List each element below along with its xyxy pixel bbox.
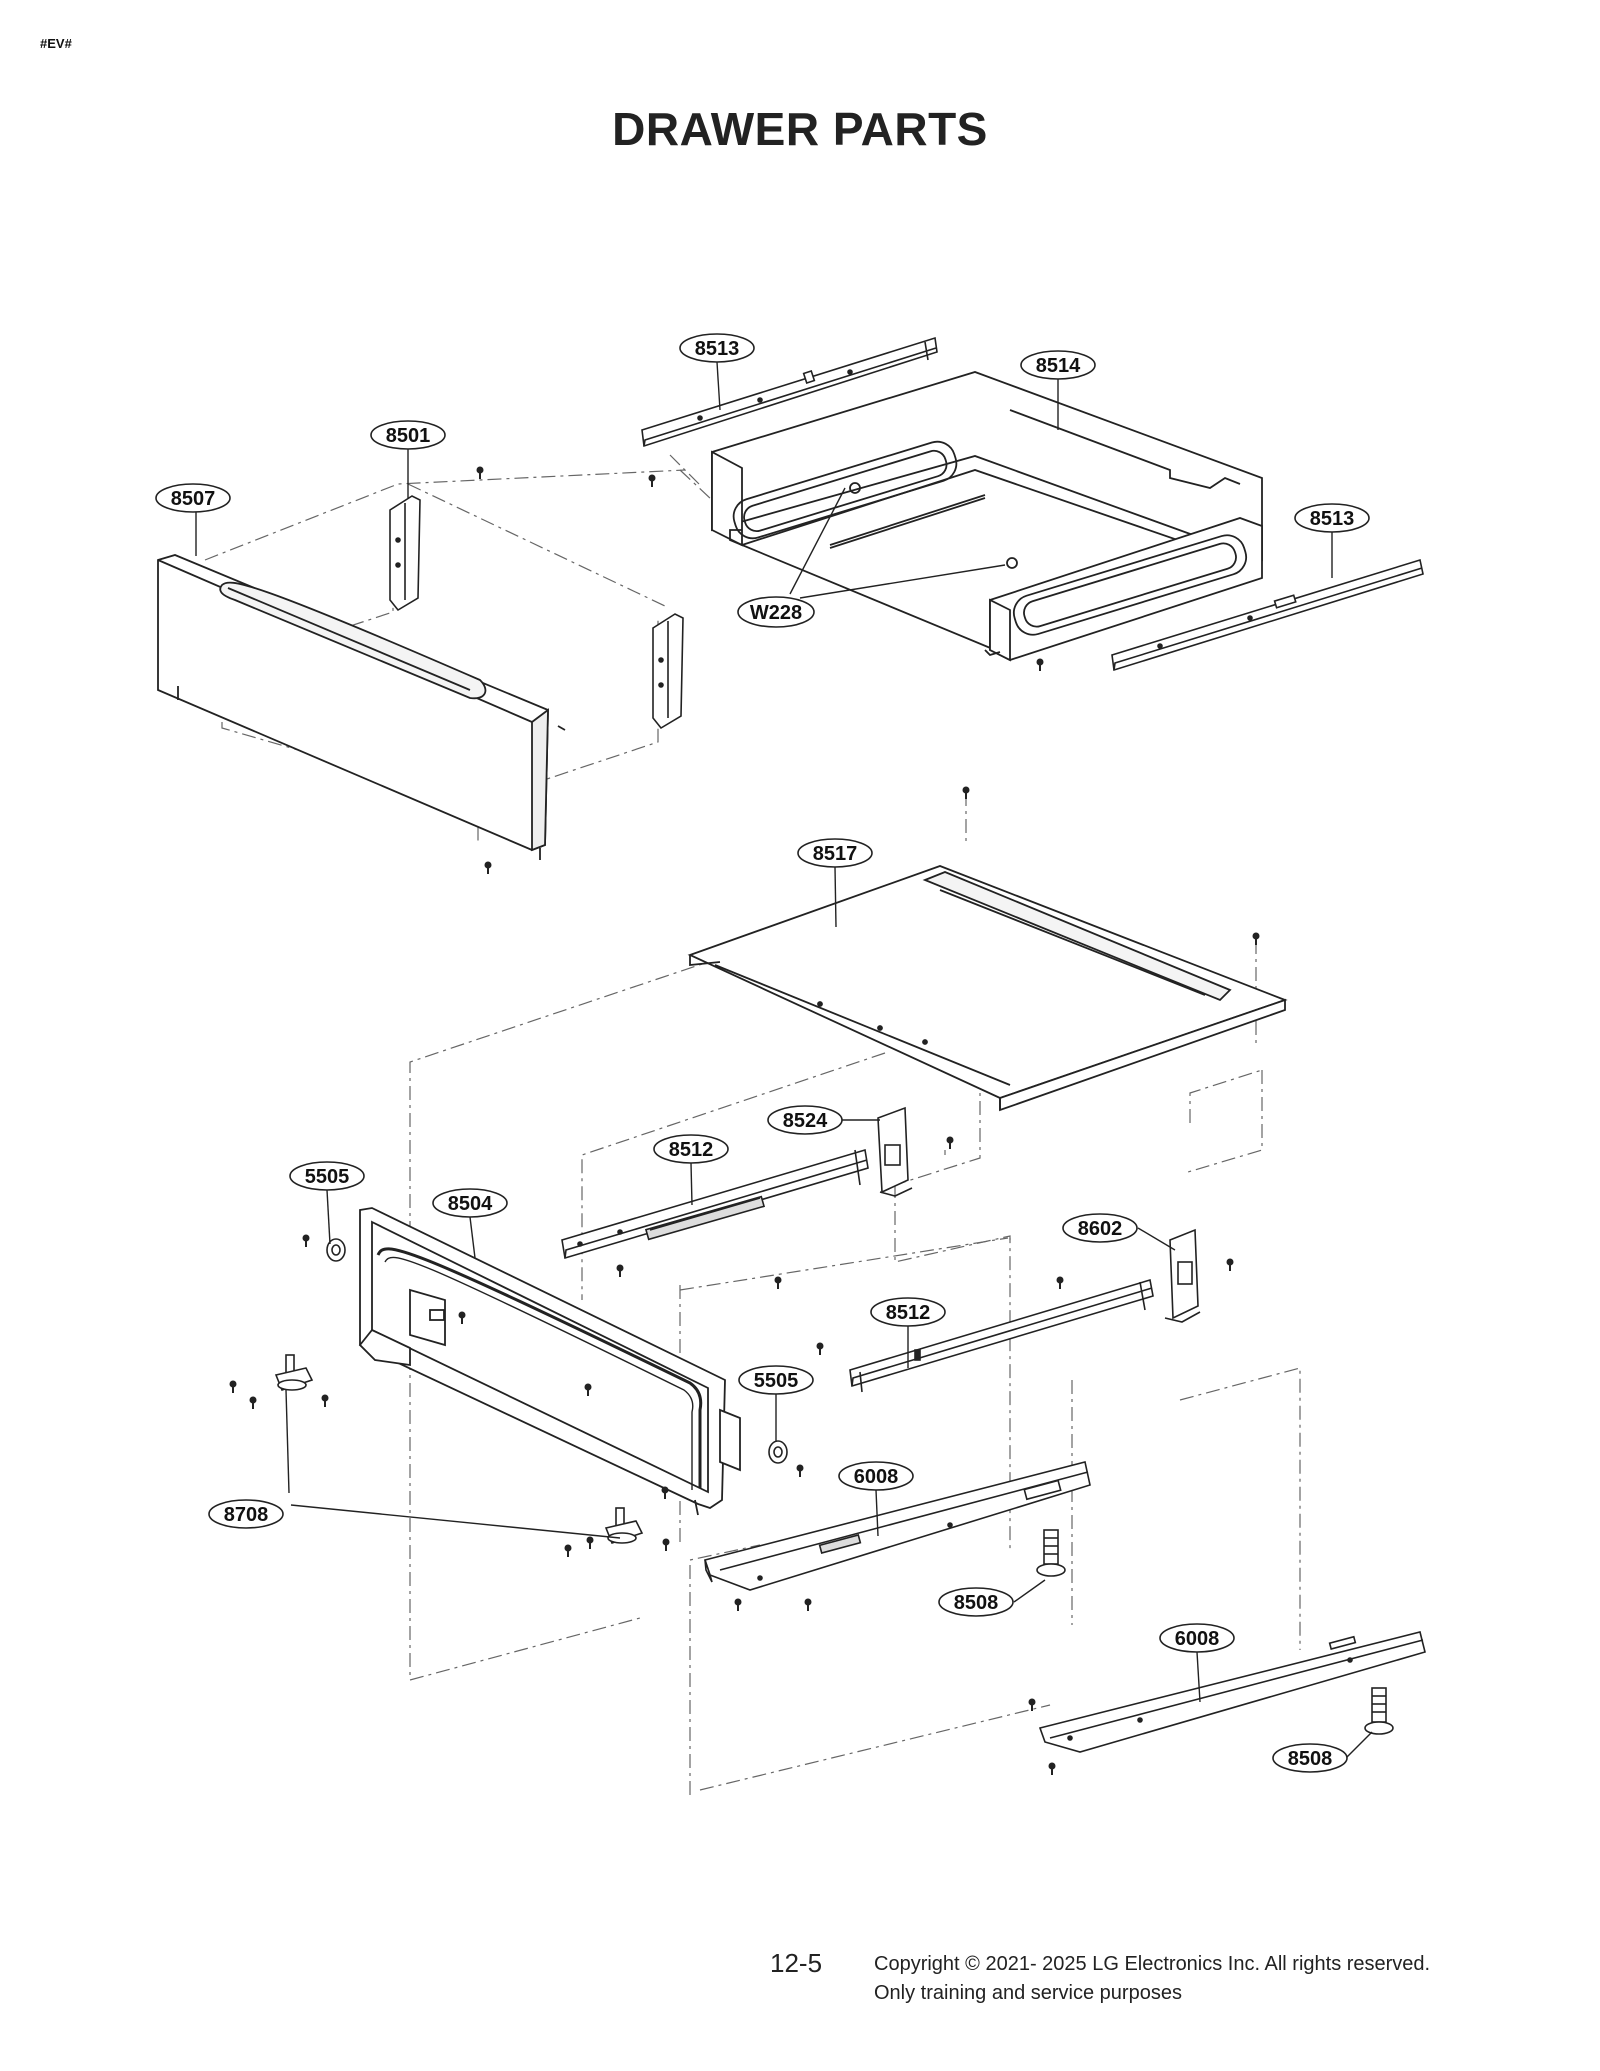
callout-8501: 8501 [370,420,446,450]
page-tag: #EV# [40,36,72,51]
svg-text:8708: 8708 [224,1504,269,1526]
callout-8504: 8504 [432,1188,508,1218]
slide-rail-top [641,336,938,448]
svg-text:8504: 8504 [448,1193,493,1215]
callout-5505-left: 5505 [289,1161,365,1191]
svg-text:8514: 8514 [1036,355,1081,377]
callout-8508-lower: 8508 [1272,1743,1348,1773]
frame-bumpers [326,1238,788,1464]
callout-8508-upper: 8508 [938,1587,1014,1617]
callout-labels: 8513 8514 8501 8507 8513 W228 8517 8524 … [155,333,1370,1773]
svg-text:8513: 8513 [695,338,740,360]
svg-text:8512: 8512 [886,1302,931,1324]
page-title: DRAWER PARTS [612,103,988,155]
svg-text:8507: 8507 [171,488,216,510]
callout-8514: 8514 [1020,350,1096,380]
callout-leader-lines [195,361,1373,1759]
svg-text:5505: 5505 [305,1166,350,1188]
slide-rail-right [1111,558,1424,672]
top-cover-panel [687,865,1288,1112]
svg-text:8513: 8513 [1310,508,1355,530]
callout-8512-lower: 8512 [870,1297,946,1327]
slide-bracket-upper [877,1106,913,1197]
callout-6008-lower: 6008 [1159,1623,1235,1653]
drawer-box [711,371,1263,662]
slide-bracket-lower [1164,1228,1201,1323]
page-number: 12-5 [770,1948,823,1978]
callout-8602: 8602 [1062,1213,1138,1243]
drawer-front-brackets [389,495,684,730]
copyright-text: Copyright © 2021- 2025 LG Electronics In… [874,1953,1431,1975]
drawer-slide-lower [849,1278,1154,1393]
svg-text:6008: 6008 [854,1466,899,1488]
svg-text:W228: W228 [750,602,802,624]
callout-8512-upper: 8512 [653,1134,729,1164]
svg-text:8524: 8524 [783,1110,828,1132]
svg-text:8501: 8501 [386,425,431,447]
callout-8708: 8708 [208,1499,284,1529]
callout-w228: W228 [737,596,815,628]
svg-text:8508: 8508 [1288,1748,1333,1770]
drawer-frame [358,1207,741,1516]
callout-5505-right: 5505 [738,1365,814,1395]
callout-8513-right: 8513 [1294,503,1370,533]
drawer-slide-upper [561,1148,869,1260]
callout-8513-top: 8513 [679,333,755,363]
callout-6008-upper: 6008 [838,1461,914,1491]
svg-text:8512: 8512 [669,1139,714,1161]
footer-copyright: Copyright © 2021- 2025 LG Electronics In… [874,1950,1430,2008]
base-rail-lower [1038,1631,1426,1753]
svg-text:8517: 8517 [813,843,858,865]
base-rail-upper [703,1461,1091,1591]
svg-text:6008: 6008 [1175,1628,1220,1650]
callout-8524: 8524 [767,1105,843,1135]
drawer-front-panel [157,554,566,860]
usage-text: Only training and service purposes [874,1982,1182,2004]
screws-rail-upper [733,1597,813,1612]
callout-8517: 8517 [797,838,873,868]
svg-text:8602: 8602 [1078,1218,1123,1240]
svg-text:5505: 5505 [754,1370,799,1392]
svg-text:8508: 8508 [954,1592,999,1614]
adjustable-feet [1036,1529,1394,1735]
callout-8507: 8507 [155,483,231,513]
